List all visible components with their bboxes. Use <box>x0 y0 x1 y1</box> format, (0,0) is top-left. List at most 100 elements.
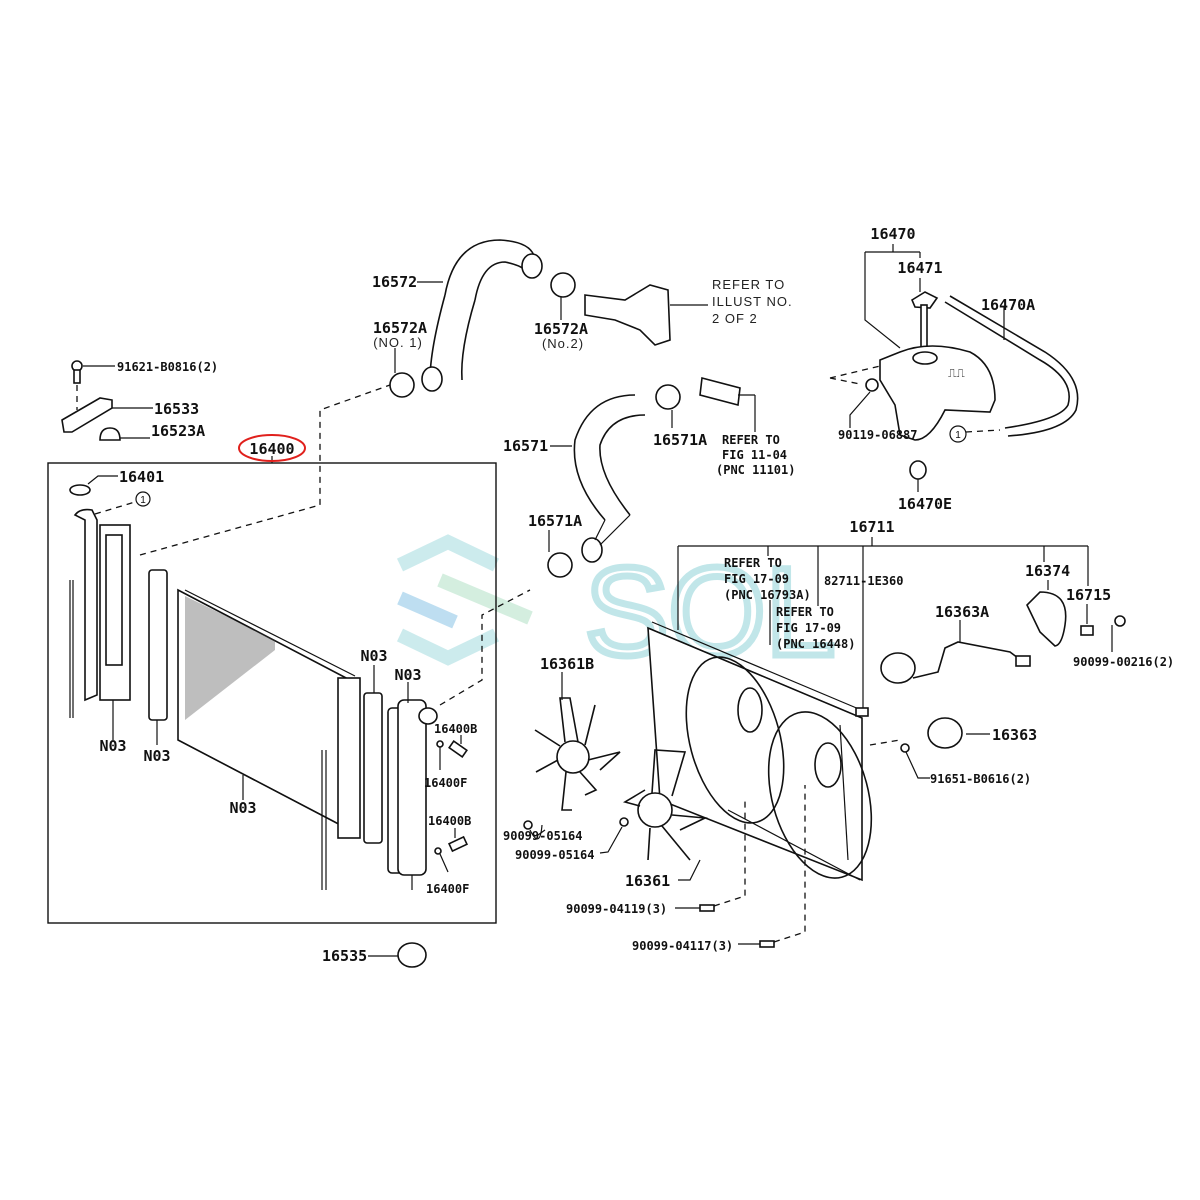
label-91621-B0816: 91621-B0816(2) <box>117 360 218 374</box>
clip-16715-icon <box>1080 625 1094 636</box>
ref-illust-line3: 2 OF 2 <box>712 311 758 326</box>
upper-hose-icon <box>444 239 536 301</box>
label-90119-06887: 90119-06887 <box>838 428 917 442</box>
fan-16361-icon <box>622 749 708 861</box>
label-16363: 16363 <box>992 726 1037 744</box>
bracket-16533-icon <box>61 397 113 433</box>
label-16400F-top: 16400F <box>424 776 467 790</box>
label-16535: 16535 <box>322 947 367 965</box>
drain-plug-top-icon <box>448 740 468 758</box>
motor-wire-harness-icon <box>912 641 1019 679</box>
label-16571A-bottom: 16571A <box>528 512 582 530</box>
watermark-bar-blue <box>397 591 458 629</box>
svg-text:1: 1 <box>955 430 961 441</box>
ref-16793A-line2: FIG 17-09 <box>724 572 789 586</box>
reservoir-cap-icon <box>910 291 939 309</box>
ref-illust-line1: REFER TO <box>712 277 785 292</box>
label-16470E: 16470E <box>898 495 952 513</box>
bolt-04117-icon <box>759 940 775 948</box>
water-outlet-icon <box>584 284 671 346</box>
label-16400F-bottom: 16400F <box>426 882 469 896</box>
label-16470A: 16470A <box>981 296 1035 314</box>
right-tank-icon <box>387 699 438 890</box>
coolant-reservoir-icon <box>879 345 996 441</box>
fan-16361B-icon <box>534 697 621 811</box>
core-side-plate-icon <box>337 677 361 839</box>
ref-16793A-line1: REFER TO <box>724 556 782 570</box>
ref-illust-line2: ILLUST NO. <box>712 294 793 309</box>
ref-16793A-line3: (PNC 16793A) <box>724 588 811 602</box>
label-16572A-no1-sub: (NO. 1) <box>373 335 423 350</box>
ref-16448-line2: FIG 17-09 <box>776 621 841 635</box>
fan-motor-16363A-icon <box>880 652 916 684</box>
label-16572A-no2: 16572A <box>534 320 588 338</box>
clip-82711-icon <box>855 707 869 717</box>
ref-fig1104-line2: FIG 11-04 <box>722 448 787 462</box>
label-16572A-no1: 16572A <box>373 319 427 337</box>
nut-05164-a-icon <box>523 820 533 830</box>
shroud-cover-16374-icon <box>1026 591 1067 647</box>
watermark-bar-green <box>437 573 533 625</box>
label-N03-e: N03 <box>394 666 421 684</box>
label-16715: 16715 <box>1066 586 1111 604</box>
label-90099-04117: 90099-04117(3) <box>632 939 733 953</box>
ref-fig1104-line3: (PNC 11101) <box>716 463 795 477</box>
overflow-hose-icon <box>944 301 1070 429</box>
label-N03-c: N03 <box>229 799 256 817</box>
radiator-cap-icon <box>69 484 91 496</box>
label-90099-00216: 90099-00216(2) <box>1073 655 1174 669</box>
hose-clamp-no2-icon <box>550 272 576 298</box>
label-N03-b: N03 <box>143 747 170 765</box>
gasket-right-icon <box>363 692 383 844</box>
cushion-16470E-icon <box>909 460 927 480</box>
ref-circle-1-left <box>135 491 151 507</box>
label-90099-05164-b: 90099-05164 <box>515 848 594 862</box>
o-ring-top-icon <box>436 740 444 748</box>
fan-motor-16363-icon <box>927 717 963 749</box>
cushion-16523A-icon <box>99 427 121 441</box>
lower-hose-icon <box>573 394 646 521</box>
label-16572: 16572 <box>372 273 417 291</box>
hose-clamp-16571A-top-icon <box>655 384 681 410</box>
label-16572A-no2-sub: (No.2) <box>542 336 584 351</box>
nut-05164-b-icon <box>619 817 629 827</box>
label-16374: 16374 <box>1025 562 1070 580</box>
left-tank-icon <box>69 508 131 718</box>
radiator-core-icon <box>177 588 356 832</box>
label-16401: 16401 <box>119 468 164 486</box>
ref-circle-1-right <box>949 425 967 443</box>
ref-fig1104-line1: REFER TO <box>722 433 780 447</box>
bolt-04119-icon <box>699 904 715 912</box>
label-91651-B0616: 91651-B0616(2) <box>930 772 1031 786</box>
o-ring-bottom-icon <box>434 847 442 855</box>
bolt-91621-icon <box>71 360 83 384</box>
label-82711-1E360: 82711-1E360 <box>824 574 903 588</box>
label-16400B-top: 16400B <box>434 722 477 736</box>
screw-00216-icon <box>1114 615 1126 627</box>
svg-text:1: 1 <box>140 495 146 506</box>
label-16523A: 16523A <box>151 422 205 440</box>
gasket-left-icon <box>148 569 168 721</box>
ref-16448-line3: (PNC 16448) <box>776 637 855 651</box>
label-90099-05164-a: 90099-05164 <box>503 829 582 843</box>
label-16571A-top: 16571A <box>653 431 707 449</box>
label-16571: 16571 <box>503 437 548 455</box>
label-16361B: 16361B <box>540 655 594 673</box>
label-16470: 16470 <box>870 225 915 243</box>
label-N03-d: N03 <box>360 647 387 665</box>
drain-plug-bottom-icon <box>447 835 469 853</box>
label-90099-04119: 90099-04119(3) <box>566 902 667 916</box>
bolt-91651-icon <box>900 743 910 753</box>
label-16361: 16361 <box>625 872 670 890</box>
svg-text:⎍⎍: ⎍⎍ <box>948 366 965 380</box>
hose-clamp-no1-icon <box>389 372 415 398</box>
watermark-chevron-bottom <box>396 628 500 666</box>
hose-clamp-16571A-bottom-icon <box>547 552 573 578</box>
label-16471: 16471 <box>897 259 942 277</box>
ref-16448-line1: REFER TO <box>776 605 834 619</box>
label-16363A: 16363A <box>935 603 989 621</box>
highlight-circle <box>238 434 306 462</box>
cushion-16535-icon <box>397 942 427 968</box>
